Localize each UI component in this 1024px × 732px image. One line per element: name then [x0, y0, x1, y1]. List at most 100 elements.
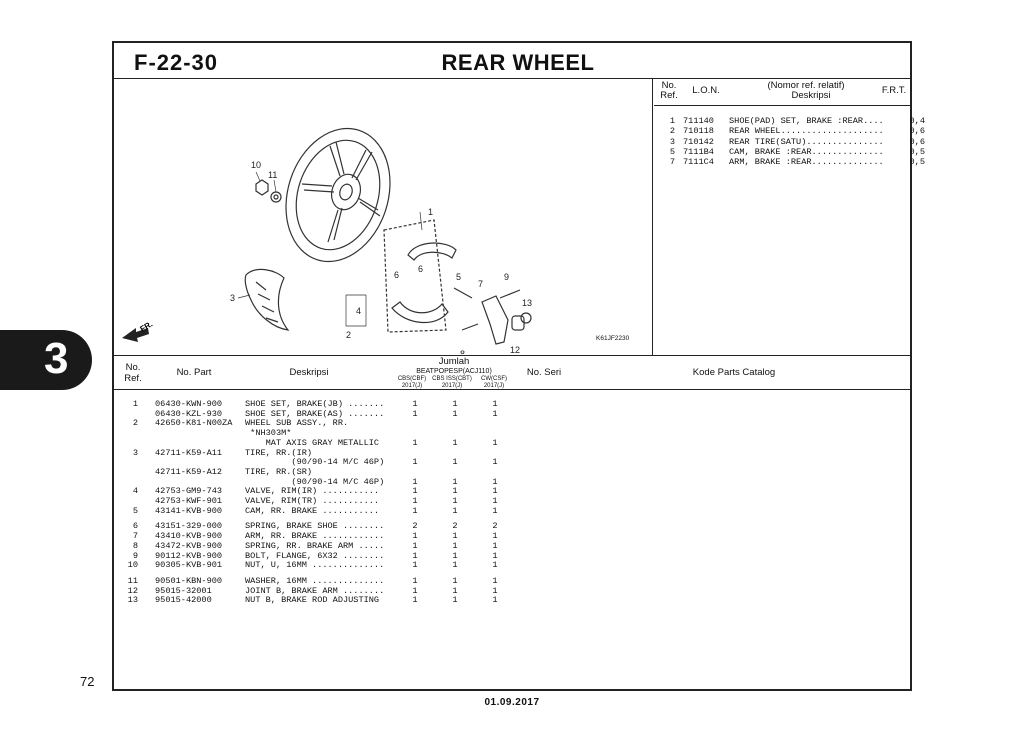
front-direction-arrow: FR.	[122, 319, 154, 342]
cell-desc: WHEEL SUB ASSY., RR.	[245, 418, 349, 429]
footer-date: 01.09.2017	[484, 697, 540, 708]
table-row: MAT AXIS GRAY METALLIC 1 1 1	[124, 437, 515, 449]
page-number: 72	[80, 674, 95, 689]
cell-part: 06430-KWN-900	[155, 399, 223, 409]
cell-desc: JOINT B, BRAKE ARM ........	[245, 585, 385, 596]
callout-3: 3	[230, 293, 235, 303]
lon-cell-frt: 0,5	[909, 157, 925, 168]
cell-q1: 1	[412, 399, 418, 409]
header-divider	[114, 78, 910, 79]
lon-cell-desc: SHOE(PAD) SET, BRAKE :REAR....	[729, 116, 884, 126]
cell-ref	[124, 458, 138, 468]
cell-part: 42650-K81-N00ZA	[155, 418, 233, 429]
lon-table-header: No. Ref. L.O.N. (Nomor ref. relatif) Des…	[654, 79, 910, 106]
hdr-model-1: CBS(CBF)	[397, 376, 427, 382]
lon-cell-frt: 0,5	[909, 146, 925, 157]
cell-q3	[475, 419, 515, 429]
cell-q1: 2	[412, 521, 418, 532]
lon-cell-desc: REAR WHEEL....................	[729, 126, 884, 137]
cell-q1: 1	[412, 575, 418, 586]
cell-desc: BOLT, FLANGE, 6X32 ........	[245, 550, 385, 561]
lon-cell-frt: 0,4	[909, 116, 925, 126]
callout-11: 11	[268, 170, 277, 180]
cell-ref	[124, 468, 138, 478]
brake-arm-illustration	[453, 287, 532, 345]
cell-q3: 1	[492, 550, 498, 561]
cell-desc: SHOE SET, BRAKE(JB) .......	[245, 399, 385, 409]
lon-cell-ref: 1	[669, 116, 675, 126]
cell-part: 42753-GM9-743	[155, 486, 223, 497]
callout-10: 10	[251, 160, 261, 170]
cell-desc: MAT AXIS GRAY METALLIC	[245, 437, 380, 448]
cell-q2: 1	[452, 496, 458, 507]
cell-q2: 1	[452, 457, 458, 468]
cell-q3: 1	[492, 437, 498, 448]
diagram-code: K61JF2230	[596, 335, 630, 342]
cell-q1: 1	[412, 585, 418, 596]
figure-code: F-22-30	[134, 50, 219, 75]
cell-q3: 1	[492, 408, 498, 419]
callout-2: 2	[346, 330, 351, 340]
direction-label: FR.	[139, 319, 155, 333]
lon-hdr-ref: Ref.	[660, 90, 678, 101]
cell-part: 95015-32001	[155, 585, 212, 596]
cell-part: 42711-K59-A12	[155, 466, 223, 477]
cell-q1: 1	[412, 437, 418, 448]
table-row: 1 06430-KWN-900 SHOE SET, BRAKE(JB) ......…	[124, 399, 515, 410]
cell-q2: 1	[452, 476, 458, 487]
catalog-page-frame: F-22-30 REAR WHEEL	[112, 41, 925, 691]
hdr-no: No.	[125, 362, 141, 373]
cell-part: 90112-KVB-900	[155, 550, 223, 561]
cell-q3: 1	[492, 560, 498, 571]
cell-ref: 4	[132, 486, 138, 497]
cell-q1: 1	[412, 496, 418, 507]
callout-13: 13	[522, 298, 532, 308]
cell-q2: 1	[452, 531, 458, 542]
table-header-divider	[114, 389, 910, 390]
cell-q2: 1	[452, 560, 458, 571]
cell-q1: 1	[412, 486, 418, 497]
tire-illustration	[244, 268, 290, 331]
cell-q2: 1	[452, 399, 458, 409]
hdr-jumlah: Jumlah	[438, 356, 470, 367]
cell-q3: 1	[492, 595, 498, 606]
cell-ref: 3	[132, 447, 138, 458]
cell-part: 43410-KVB-900	[155, 531, 223, 542]
lon-hdr-desc1: (Nomor ref. relatif)	[767, 80, 845, 91]
cell-q2: 1	[452, 550, 458, 561]
cell-q1: 1	[412, 408, 418, 419]
cell-q2: 1	[452, 437, 458, 448]
lon-cell-ref: 7	[669, 157, 675, 168]
cell-ref: 7	[132, 531, 138, 542]
hdr-catalog: Kode Parts Catalog	[692, 367, 776, 378]
callout-1: 1	[428, 207, 433, 217]
cell-q1	[395, 419, 435, 429]
cell-part: 42711-K59-A11	[155, 447, 223, 458]
lon-cell-lon: 7111C4	[683, 157, 714, 168]
lon-cell-ref: 3	[669, 136, 675, 147]
cell-ref: 8	[132, 540, 138, 551]
cell-part	[138, 429, 245, 439]
cell-q1: 1	[412, 505, 418, 516]
cell-q3: 1	[492, 486, 498, 497]
lon-cell-desc: CAM, BRAKE :REAR..............	[729, 146, 884, 157]
cell-q2	[435, 419, 475, 429]
cell-part: 43472-KVB-900	[155, 540, 223, 551]
callout-6b: 6	[418, 264, 423, 274]
